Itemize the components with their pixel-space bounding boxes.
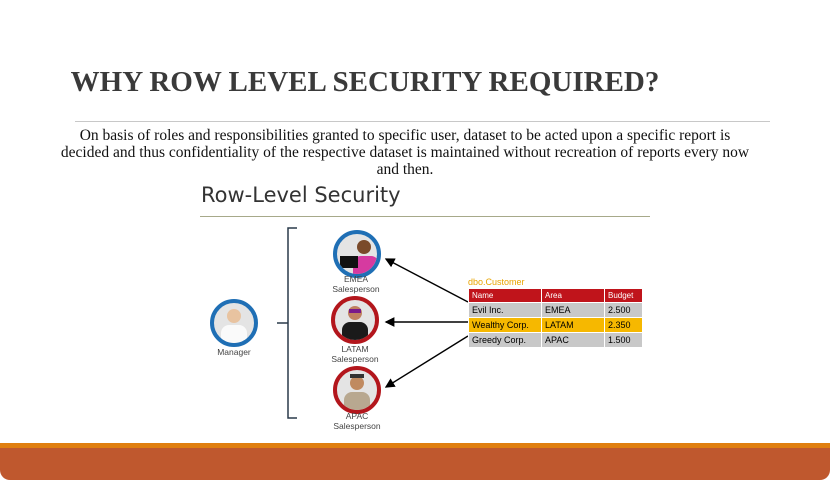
col-budget: Budget — [604, 288, 643, 303]
table-header: Name Area Budget — [468, 288, 643, 303]
emea-salesperson-avatar-icon — [333, 230, 381, 278]
apac-salesperson-avatar-icon — [333, 366, 381, 414]
col-name: Name — [468, 288, 542, 303]
bracket — [277, 227, 297, 419]
arrow-emea — [384, 258, 469, 303]
arrow-apac — [384, 335, 469, 388]
footer-band — [0, 448, 830, 480]
cell: Greedy Corp. — [468, 332, 542, 348]
col-area: Area — [541, 288, 605, 303]
table-caption: dbo.Customer — [468, 277, 525, 287]
table-row: Greedy Corp. APAC 1.500 — [468, 332, 643, 348]
table-row-highlighted: Wealthy Corp. LATAM 2.350 — [468, 317, 643, 333]
table-row: Evil Inc. EMEA 2.500 — [468, 302, 643, 318]
title-divider — [75, 121, 770, 122]
cell: EMEA — [541, 302, 605, 318]
manager-avatar-icon — [210, 299, 258, 347]
cell: APAC — [541, 332, 605, 348]
cell: Wealthy Corp. — [468, 317, 542, 333]
cell: 2.500 — [604, 302, 643, 318]
cell: 1.500 — [604, 332, 643, 348]
footer-accent-stripe — [0, 443, 830, 448]
cell: 2.350 — [604, 317, 643, 333]
manager-label: Manager — [217, 347, 251, 357]
diagram-heading-underline — [200, 216, 650, 217]
slide-paragraph: On basis of roles and responsibilities g… — [60, 127, 750, 178]
cell: Evil Inc. — [468, 302, 542, 318]
latam-salesperson-avatar-icon — [331, 296, 379, 344]
cell: LATAM — [541, 317, 605, 333]
slide-title: WHY ROW LEVEL SECURITY REQUIRED? — [70, 66, 660, 98]
diagram-heading: Row-Level Security — [201, 183, 401, 207]
customer-table: Name Area Budget Evil Inc. EMEA 2.500 We… — [468, 288, 643, 348]
